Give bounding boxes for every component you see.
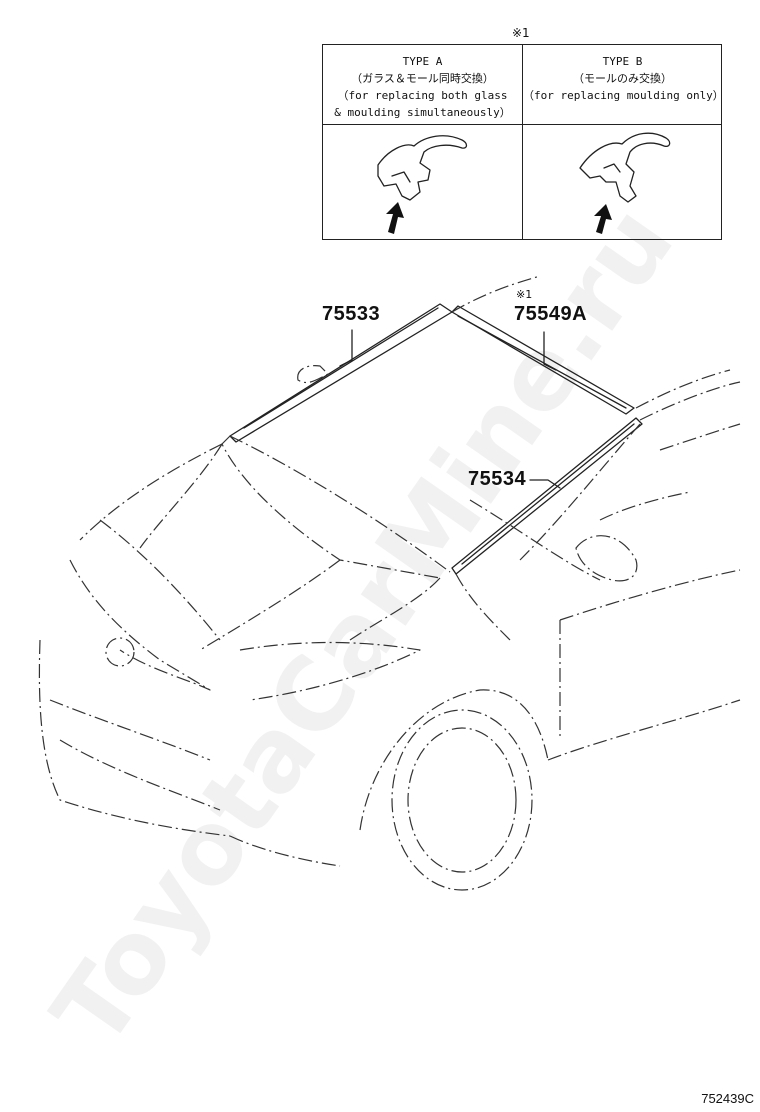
part-label-75549a: 75549A [514, 303, 588, 325]
part-label-75533: 75533 [322, 303, 381, 325]
type-a-header: TYPE A （ガラス＆モール同時交換） （for replacing both… [323, 53, 522, 121]
type-b-line1: （for replacing moulding only） [523, 89, 724, 102]
table-divider-horizontal [323, 124, 721, 125]
type-a-line2: & moulding simultaneously） [334, 106, 511, 119]
type-b-moulding-section [579, 132, 671, 203]
type-b-header: TYPE B （モールのみ交換） （for replacing moulding… [523, 53, 724, 104]
moulding-75534 [451, 417, 643, 575]
windshield-outline [229, 435, 451, 573]
type-b-title: TYPE B [602, 55, 643, 68]
part-label-75534: 75534 [468, 468, 527, 490]
leader-75549a [543, 331, 557, 371]
type-a-line1: （for replacing both glass [337, 89, 508, 102]
side-mirror [575, 535, 638, 582]
type-b-arrow-icon [594, 204, 612, 234]
type-a-moulding-section [377, 135, 468, 201]
part-75549a-reference-mark: ※1 [516, 288, 533, 301]
type-table: TYPE A （ガラス＆モール同時交換） （for replacing both… [322, 44, 724, 240]
wheel-arch [359, 689, 549, 831]
leader-75534 [529, 479, 561, 489]
type-a-jp: （ガラス＆モール同時交換） [351, 72, 494, 85]
moulding-75549a [451, 305, 635, 415]
table-reference-mark: ※1 [512, 26, 530, 40]
diagram-code: 752439C [701, 1091, 754, 1106]
table-divider-vertical [522, 45, 523, 239]
front-wheel [391, 709, 533, 891]
type-b-jp: （モールのみ交換） [573, 72, 672, 85]
type-a-arrow-icon [386, 202, 404, 234]
type-a-title: TYPE A [402, 55, 443, 68]
leader-75533 [339, 329, 353, 367]
